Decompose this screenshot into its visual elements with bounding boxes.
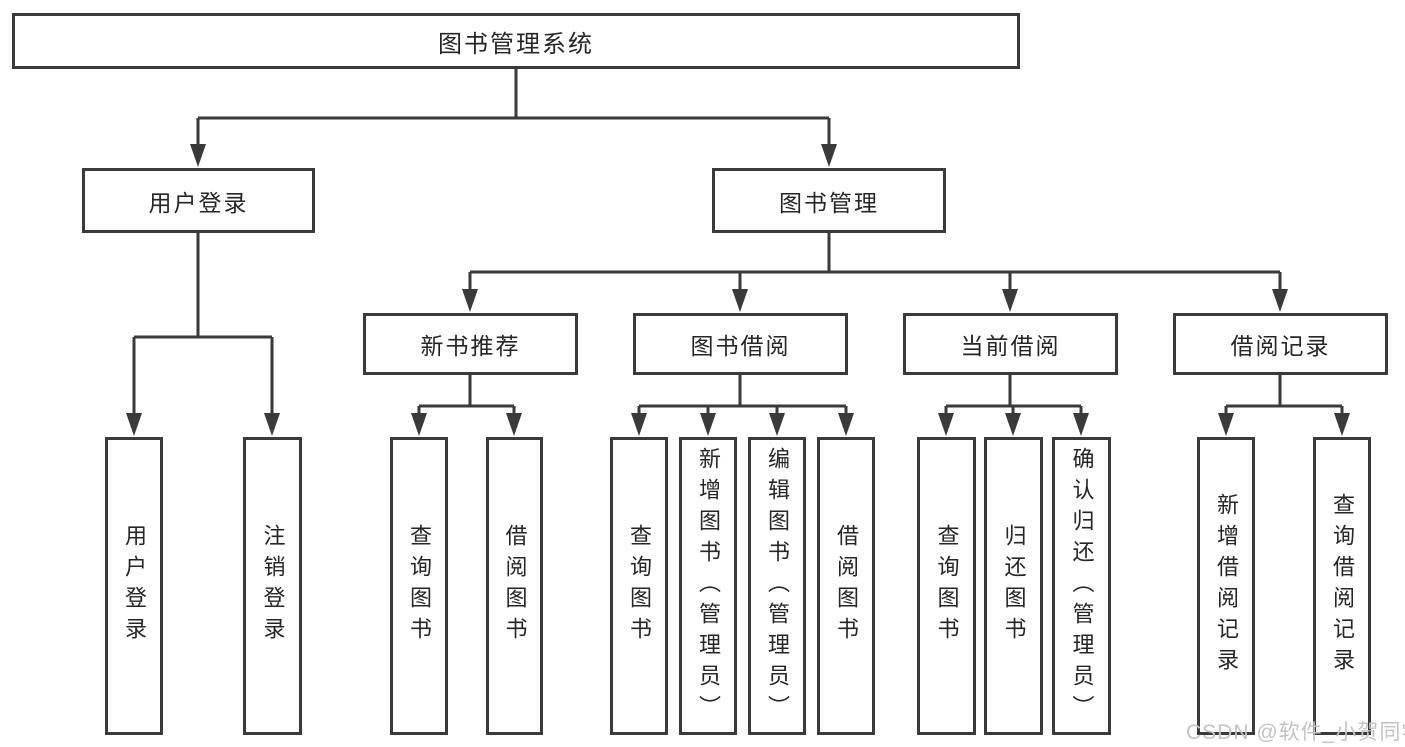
arrow-down-icon <box>1005 413 1021 436</box>
connector-new-book-branch <box>417 375 516 416</box>
connector-borrow-records-branch <box>1224 375 1344 416</box>
node-new-book-recommend: 新书推荐 <box>363 313 578 375</box>
node-root: 图书管理系统 <box>12 13 1020 69</box>
node-label: 注销登录 <box>260 524 286 648</box>
connector-book-borrow-branch <box>637 375 848 416</box>
arrow-down-icon <box>1002 289 1018 312</box>
node-label: 用户登录 <box>148 189 249 216</box>
arrow-down-icon <box>838 413 854 436</box>
arrowhead-icons <box>126 144 1350 436</box>
csdn-watermark: CSDN @软件_小贺同学 <box>1186 721 1405 744</box>
node-label: 归还图书 <box>1001 524 1027 648</box>
arrow-down-icon <box>264 413 280 436</box>
node-user-login: 用户登录 <box>82 168 315 233</box>
connector-user-login-branch <box>132 233 274 416</box>
leaf-recommend-query-books: 查询图书 <box>390 437 448 735</box>
node-label: 当前借阅 <box>960 333 1061 359</box>
arrow-down-icon <box>732 289 748 312</box>
arrow-down-icon <box>700 413 716 436</box>
node-label: 编辑图书（管理员） <box>765 446 790 726</box>
node-label: 查询图书 <box>627 524 652 648</box>
leaf-records-add-record: 新增借阅记录 <box>1197 437 1255 735</box>
node-borrow-records: 借阅记录 <box>1173 313 1388 375</box>
arrow-down-icon <box>631 413 647 436</box>
node-label: 图书借阅 <box>690 333 791 359</box>
leaf-borrow-query-books: 查询图书 <box>610 437 668 735</box>
arrow-down-icon <box>411 413 427 436</box>
node-label: 新增图书（管理员） <box>696 446 721 726</box>
arrow-down-icon <box>821 144 837 167</box>
node-book-management: 图书管理 <box>712 168 946 233</box>
node-label: 借阅图书 <box>502 524 528 648</box>
connector-current-borrow-branch <box>944 375 1083 416</box>
node-label: 用户登录 <box>122 524 147 648</box>
leaf-logout-login: 注销登录 <box>243 437 302 735</box>
leaf-current-query-books: 查询图书 <box>917 437 976 735</box>
leaf-borrow-edit-books-admin: 编辑图书（管理员） <box>748 437 806 735</box>
node-label: 查询图书 <box>407 524 432 648</box>
connector-book-management-branch <box>468 233 1282 291</box>
leaf-records-query-record: 查询借阅记录 <box>1313 437 1371 735</box>
node-label: 新增借阅记录 <box>1214 493 1239 679</box>
arrow-down-icon <box>1334 413 1350 436</box>
arrow-down-icon <box>462 289 478 312</box>
arrow-down-icon <box>506 413 522 436</box>
arrow-down-icon <box>1272 289 1288 312</box>
leaf-recommend-borrow-books: 借阅图书 <box>486 437 543 735</box>
leaf-borrow-borrow-books: 借阅图书 <box>817 437 875 735</box>
arrow-down-icon <box>769 413 785 436</box>
node-label: 新书推荐 <box>420 333 521 359</box>
node-current-borrow: 当前借阅 <box>903 313 1118 375</box>
node-label: 图书管理系统 <box>438 30 594 58</box>
arrow-down-icon <box>190 144 206 167</box>
arrow-down-icon <box>126 413 142 436</box>
leaf-current-return-books: 归还图书 <box>984 437 1043 735</box>
node-label: 查询借阅记录 <box>1330 493 1355 679</box>
node-label: 确认归还（管理员） <box>1069 446 1095 726</box>
arrow-down-icon <box>1218 413 1234 436</box>
connector-root-to-level2 <box>196 69 831 148</box>
node-label: 图书管理 <box>779 189 879 216</box>
node-label: 查询图书 <box>934 524 960 648</box>
leaf-current-confirm-return-admin: 确认归还（管理员） <box>1052 437 1111 735</box>
leaf-borrow-add-books-admin: 新增图书（管理员） <box>679 437 737 735</box>
leaf-user-login: 用户登录 <box>105 437 163 735</box>
arrow-down-icon <box>1073 413 1089 436</box>
arrow-down-icon <box>938 413 954 436</box>
node-label: 借阅记录 <box>1230 333 1331 359</box>
node-book-borrow: 图书借阅 <box>633 313 848 375</box>
node-label: 借阅图书 <box>834 524 859 648</box>
